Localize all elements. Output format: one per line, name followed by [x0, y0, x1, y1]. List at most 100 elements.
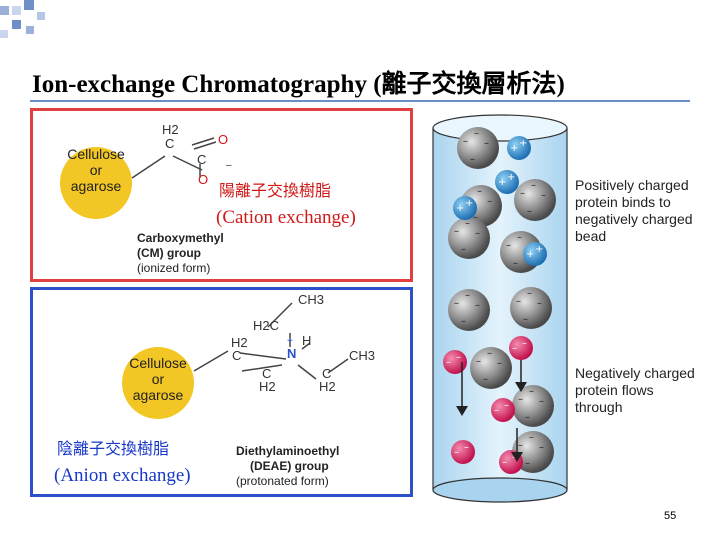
deae-group-abbr: (DEAE) group [250, 459, 329, 473]
title-divider [30, 100, 690, 102]
corner-decoration [0, 0, 45, 38]
charge-sign: – [539, 442, 544, 453]
deae-charge-plus: + [287, 336, 293, 347]
charge-sign: + [498, 177, 506, 188]
page-number: 55 [664, 510, 677, 522]
anion-exchange-panel [30, 287, 413, 497]
deae-atom-n: N [287, 346, 297, 361]
deae-group-name: Diethylaminoethyl [236, 444, 340, 458]
charge-sign: + [507, 172, 515, 183]
charge-sign: – [494, 405, 499, 416]
charge-sign: – [512, 343, 517, 354]
deae-atom-ch3-right: CH3 [349, 348, 376, 363]
cm-group-caption: Carboxymethyl (CM) group (ionized form) [137, 231, 224, 276]
charge-sign: – [465, 218, 470, 229]
negative-protein [491, 398, 515, 422]
deae-atom-c-left: C [232, 348, 242, 363]
charge-sign: – [539, 396, 544, 407]
charge-sign: – [525, 412, 530, 423]
positive-protein [507, 136, 531, 160]
bead [448, 217, 490, 259]
negative-protein [509, 336, 533, 360]
charge-sign: – [456, 352, 461, 363]
charge-sign: – [529, 432, 534, 443]
cm-group-form: (ionized form) [137, 261, 211, 275]
deae-structure-drawing [122, 302, 349, 419]
charge-sign: – [484, 138, 489, 149]
deae-atom-ch3-top: CH3 [298, 292, 325, 307]
charge-sign: – [517, 232, 522, 243]
bead [514, 179, 556, 221]
charge-sign: – [465, 290, 470, 301]
charge-sign: – [531, 180, 536, 191]
charge-sign: – [476, 356, 481, 367]
charge-sign: – [454, 226, 459, 237]
charge-sign: – [523, 314, 528, 325]
cm-charge-minus: – [226, 160, 232, 171]
cm-structure-drawing [60, 137, 217, 219]
deae-bead-label: Cellulose or agarose [128, 355, 188, 403]
cm-bead [60, 147, 132, 219]
charge-sign: + [526, 249, 534, 260]
charge-sign: – [518, 440, 523, 451]
deae-bead [122, 347, 194, 419]
charge-sign: – [454, 447, 459, 458]
charge-sign: + [510, 143, 518, 154]
cm-atom-h2: H2 [162, 122, 179, 137]
charge-sign: – [454, 298, 459, 309]
charge-sign: – [506, 240, 511, 251]
bind-caption-line-4: bead [575, 228, 607, 244]
charge-sign: – [537, 298, 542, 309]
deae-group-form: (protonated form) [236, 474, 329, 488]
charge-sign: – [497, 358, 502, 369]
ion-exchange-column: ––––––––––––––––––––––––––––––––––––––––… [432, 114, 568, 503]
deae-group-caption: Diethylaminoethyl (DEAE) group (protonat… [236, 444, 339, 489]
charge-sign: – [527, 206, 532, 217]
cm-group-abbr: (CM) group [137, 246, 201, 260]
negative-protein [451, 440, 475, 464]
deae-bead-line-1: Cellulose [129, 355, 187, 371]
deae-atom-h2-bottom-left: H2 [259, 379, 276, 394]
charge-sign: + [465, 198, 473, 209]
bead [448, 289, 490, 331]
charge-sign: – [527, 288, 532, 299]
cm-bead-line-3: agarose [70, 178, 122, 194]
cm-atom-c-carboxyl: C [197, 152, 207, 167]
charge-sign: – [475, 228, 480, 239]
bind-caption-line-3: negatively charged [575, 211, 693, 227]
charge-sign: – [461, 316, 466, 327]
charge-sign: – [520, 188, 525, 199]
charge-sign: – [504, 400, 509, 411]
column-particles: ––––––––––––––––––––––––––––––––––––––––… [443, 127, 556, 474]
flow-caption: Negatively charged protein flows through [575, 365, 695, 416]
cation-english-label: (Cation exchange) [216, 207, 356, 228]
deae-atom-h2-left: H2 [231, 335, 248, 350]
deae-atom-h: H [302, 333, 312, 348]
charge-sign: – [487, 348, 492, 359]
charge-sign: – [518, 394, 523, 405]
column-bottom [432, 477, 568, 503]
positive-protein [495, 170, 519, 194]
deae-atom-h2c: H2C [253, 318, 280, 333]
positive-protein [523, 242, 547, 266]
cation-chinese-label: 陽離子交換樹脂 [219, 181, 332, 200]
deae-bead-line-2: or [151, 371, 165, 387]
column-top [432, 114, 568, 142]
cm-atom-o-single: O [198, 172, 209, 187]
bind-caption-line-1: Positively charged [575, 177, 689, 193]
charge-sign: – [516, 296, 521, 307]
bead [510, 287, 552, 329]
flow-caption-line-3: through [575, 399, 623, 415]
charge-sign: – [463, 136, 468, 147]
cm-atom-c: C [165, 136, 175, 151]
cm-bead-line-1: Cellulose [67, 146, 125, 162]
deae-bead-line-3: agarose [132, 387, 184, 403]
bind-caption-line-2: protein binds to [575, 194, 671, 210]
charge-sign: – [525, 458, 530, 469]
charge-sign: – [513, 258, 518, 269]
flow-caption-line-2: protein flows [575, 382, 654, 398]
cm-atom-o-double: O [218, 132, 229, 147]
bead [470, 347, 512, 389]
cm-bead-label: Cellulose or agarose [66, 146, 126, 194]
deae-atom-c-bottom-left: C [262, 366, 272, 381]
